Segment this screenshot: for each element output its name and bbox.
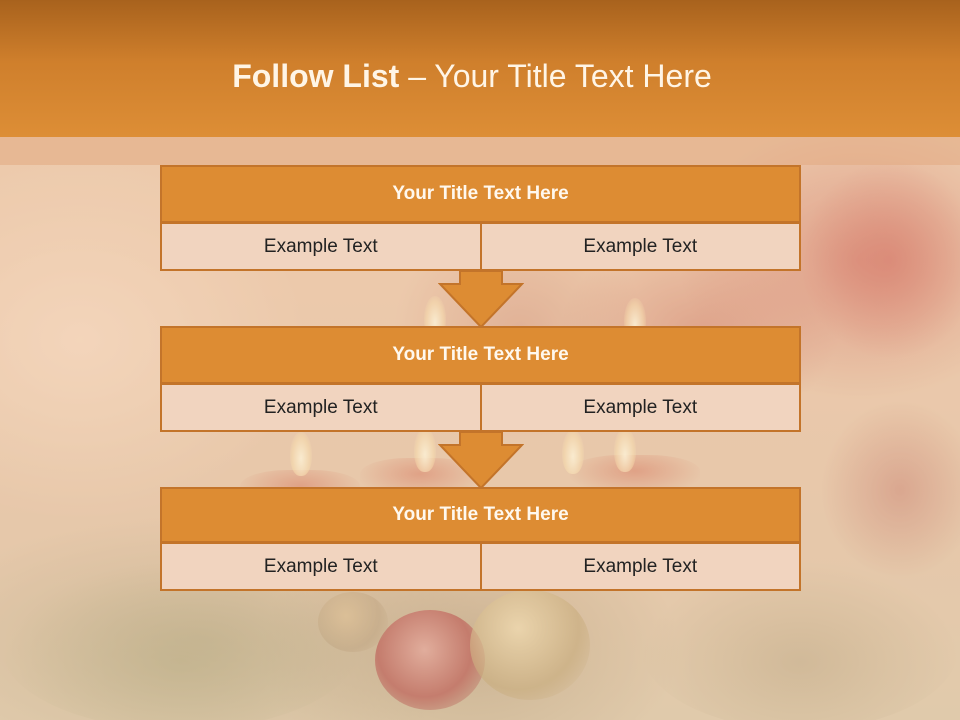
block-row: Example Text Example Text — [160, 542, 801, 591]
title-header — [0, 0, 960, 137]
ornament-decoration — [318, 592, 388, 652]
candle-flame — [414, 428, 436, 472]
list-block: Your Title Text Here Example Text Exampl… — [160, 326, 801, 432]
list-block: Your Title Text Here Example Text Exampl… — [160, 487, 801, 591]
slide-title-bold: Follow List — [232, 58, 400, 94]
poinsettia-decoration — [800, 160, 960, 360]
block-cell: Example Text — [160, 542, 482, 591]
header-band — [0, 137, 960, 165]
candle-flame — [562, 430, 584, 474]
down-arrow-icon — [438, 270, 524, 328]
candle-flame — [290, 432, 312, 476]
block-cell: Example Text — [481, 222, 801, 271]
block-cell: Example Text — [160, 383, 482, 432]
block-title: Your Title Text Here — [160, 487, 801, 543]
poinsettia-decoration — [820, 400, 960, 580]
ornament-decoration — [375, 610, 485, 710]
slide-title-rest: – Your Title Text Here — [399, 58, 712, 94]
block-title: Your Title Text Here — [160, 326, 801, 384]
block-cell: Example Text — [160, 222, 482, 271]
block-cell: Example Text — [481, 542, 801, 591]
block-row: Example Text Example Text — [160, 383, 801, 432]
down-arrow-icon — [438, 431, 524, 489]
block-row: Example Text Example Text — [160, 222, 801, 271]
candle-flame — [614, 428, 636, 472]
ornament-decoration — [470, 590, 590, 700]
slide-title: Follow List – Your Title Text Here — [0, 52, 944, 100]
list-block: Your Title Text Here Example Text Exampl… — [160, 165, 801, 271]
block-cell: Example Text — [481, 383, 801, 432]
block-title: Your Title Text Here — [160, 165, 801, 223]
